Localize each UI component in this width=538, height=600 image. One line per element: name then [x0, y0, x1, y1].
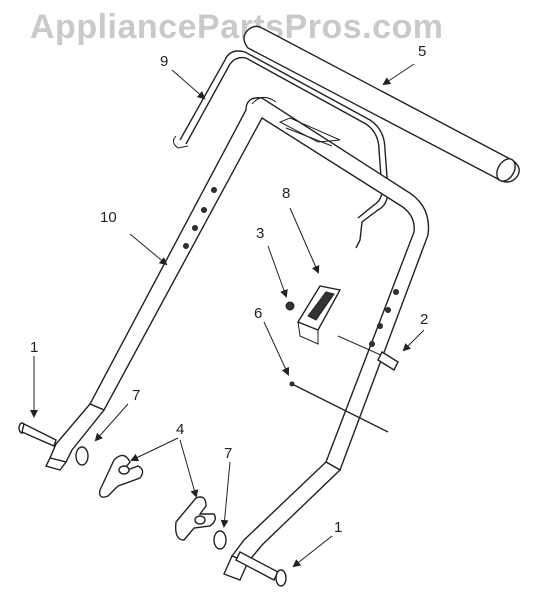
part-8-cable-clip: [296, 285, 342, 345]
part-10-upper-handle: [44, 97, 430, 581]
callout-1-right: 1: [334, 519, 342, 536]
callout-5: 5: [418, 43, 426, 60]
callout-3: 3: [256, 225, 264, 242]
leader-lines: [30, 63, 425, 568]
leader-7-right: [220, 461, 231, 528]
callout-1-left: 1: [30, 339, 38, 356]
part-6-cable-tie: [289, 381, 389, 433]
part-3-nut: [285, 301, 295, 311]
leader-7-left: [94, 403, 129, 442]
part-4-knob-right: [174, 496, 217, 541]
callout-9: 9: [160, 53, 168, 70]
part-1-bolt-left: [18, 422, 57, 447]
callout-7-left: 7: [132, 387, 140, 404]
callout-4: 4: [176, 421, 184, 438]
callout-7-right: 7: [224, 445, 232, 462]
leader-9: [171, 69, 206, 100]
leader-2: [402, 329, 425, 352]
part-4-knob-left: [98, 454, 144, 498]
leader-10: [129, 233, 168, 266]
part-7-washer-right: [213, 530, 227, 550]
part-2-screw: [337, 335, 399, 372]
part-9-control-bail: [172, 50, 389, 249]
part-1-bolt-right: [235, 551, 287, 587]
leader-5: [382, 63, 415, 86]
part-7-washer-left: [75, 446, 89, 466]
callout-labels: 9 5 10 8 3 2 6 1 7 4 7 1: [30, 43, 428, 536]
callout-10: 10: [100, 209, 117, 226]
part-5-grip-tube: [243, 25, 520, 183]
leader-6: [263, 321, 290, 376]
leader-3: [267, 245, 288, 298]
leader-4-right: [179, 439, 199, 498]
callout-6: 6: [254, 305, 262, 322]
leader-1-right: [292, 535, 333, 568]
leader-4-left: [130, 437, 179, 462]
watermark-logo: AppliancePartsPros.com: [30, 8, 444, 46]
callout-8: 8: [282, 185, 290, 202]
callout-2: 2: [420, 311, 428, 328]
leader-8: [289, 207, 320, 274]
